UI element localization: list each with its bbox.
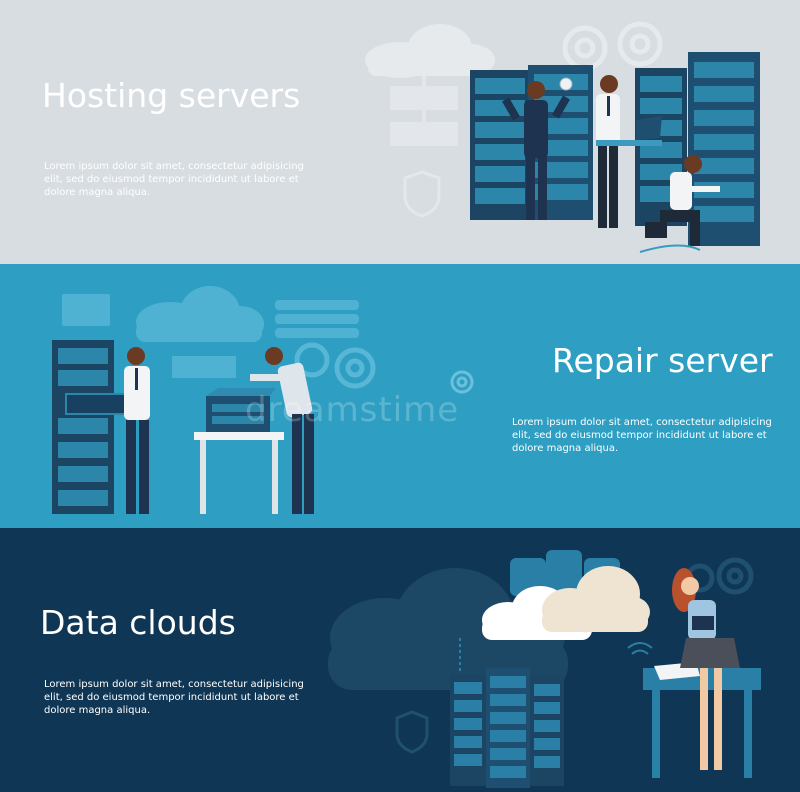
hosting-servers-illustration [365, 21, 760, 253]
technician-figure-icon [639, 155, 720, 253]
shield-icon [403, 170, 441, 218]
cloud-icon [542, 566, 650, 632]
cloud-icon [136, 286, 264, 342]
technician-figure-icon [596, 75, 662, 228]
office-worker-figure-icon [672, 568, 740, 770]
gear-icon [450, 370, 474, 394]
technician-figure-icon [124, 347, 150, 514]
database-icon [275, 300, 359, 338]
banner-description: Lorem ipsum dolor sit amet, consectetur … [512, 417, 772, 454]
repair-server-illustration [52, 286, 474, 514]
shield-icon [395, 710, 429, 754]
gear-icon [562, 21, 663, 71]
banner-description: Lorem ipsum dolor sit amet, consectetur … [44, 161, 304, 198]
data-clouds-illustration [328, 550, 761, 788]
watermark: dreamstime [245, 390, 460, 430]
server-rack-icon [450, 668, 564, 788]
technician-figure-icon [502, 77, 573, 220]
flowchart-box-icon [172, 356, 236, 378]
server-rack-icon [635, 52, 760, 246]
repair-server-banner: Repair server Lorem ipsum dolor sit amet… [0, 264, 800, 528]
cloud-icon [365, 24, 495, 78]
technician-figure-icon [250, 347, 314, 514]
banner-title: Data clouds [40, 603, 236, 643]
hosting-servers-banner: Hosting servers Lorem ipsum dolor sit am… [0, 0, 800, 264]
banner-description: Lorem ipsum dolor sit amet, consectetur … [44, 679, 304, 716]
banner-title: Repair server [552, 341, 773, 381]
monitor-icon [62, 294, 110, 326]
data-clouds-banner: Data clouds Lorem ipsum dolor sit amet, … [0, 528, 800, 792]
work-table-icon [194, 388, 284, 514]
gear-icon [294, 342, 376, 389]
server-rack-icon [52, 340, 131, 514]
wifi-icon [627, 642, 653, 655]
banner-title: Hosting servers [42, 76, 301, 116]
